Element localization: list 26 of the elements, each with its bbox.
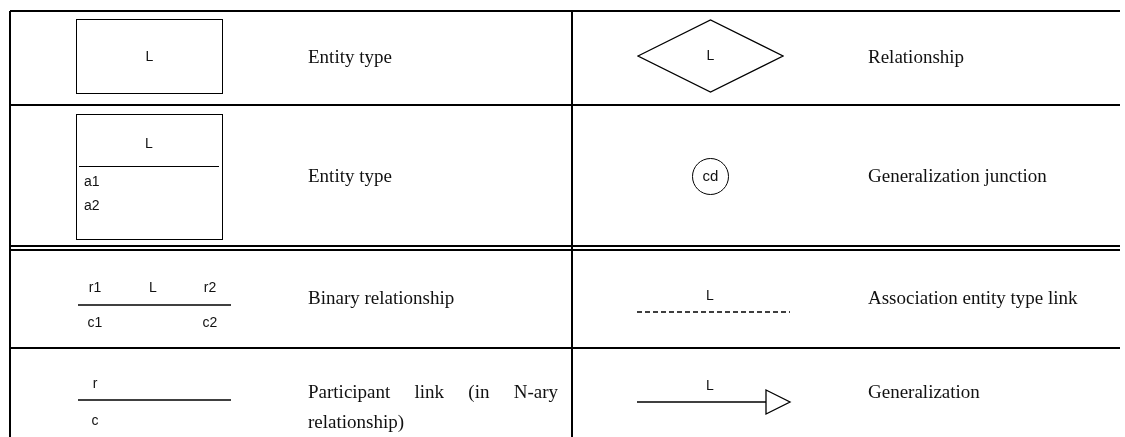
cardinality-label: c: [91, 412, 99, 428]
description-text: Generalization: [868, 380, 981, 404]
description-text: Generalization junction: [868, 164, 1048, 188]
role-label: r2: [203, 279, 217, 295]
role-label: r: [92, 375, 98, 391]
relationship-diamond: [637, 19, 784, 93]
relationship-name: L: [706, 287, 714, 303]
description-text: Binary relationship: [308, 286, 456, 310]
attribute-text: a1: [84, 173, 100, 189]
description-text: Entity type: [308, 45, 393, 69]
description-text: Participant link (in N-ary relationship): [308, 380, 558, 434]
entity-name: L: [144, 48, 155, 64]
relationship-name: L: [705, 46, 716, 63]
relationship-name: L: [706, 377, 714, 393]
cardinality-label: c2: [202, 314, 218, 330]
description-text: Entity type: [308, 164, 393, 188]
cardinality-label: c1: [87, 314, 103, 330]
role-label: r1: [88, 279, 102, 295]
entity-box: [76, 114, 223, 240]
attribute-text: a2: [84, 197, 100, 213]
description-text: Relationship: [868, 45, 966, 69]
entity-box: [76, 19, 223, 94]
junction-label: cd: [701, 168, 720, 184]
entity-name: L: [79, 135, 219, 167]
relationship-name: L: [149, 279, 157, 295]
description-text: Association entity type link: [868, 286, 1079, 310]
